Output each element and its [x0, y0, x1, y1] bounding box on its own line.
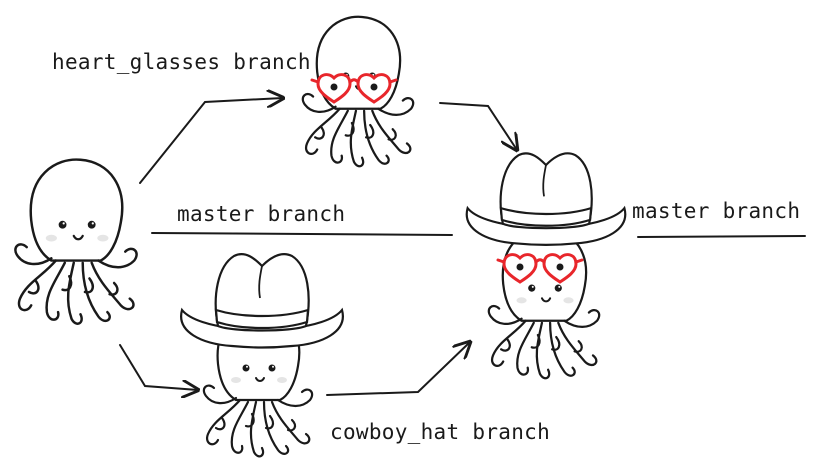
heart-glasses-branch-label: heart_glasses branch: [52, 50, 311, 74]
master-line-right: [637, 235, 806, 238]
cowboy-hat-icon: [180, 253, 344, 349]
master-branch-label-right: master branch: [632, 199, 801, 223]
merge-arrow-from-cowboy: [326, 342, 470, 396]
master-branch-label-left: master branch: [177, 202, 346, 226]
octopus-merged-icon: [487, 227, 601, 380]
master-line-left: [151, 232, 453, 236]
octopus-master-icon: [14, 158, 138, 325]
merged-cowboy-hat-icon: [465, 152, 627, 246]
branch-arrow-to-heart: [139, 98, 283, 184]
branch-arrow-to-cowboy: [119, 344, 198, 390]
cowboy-hat-branch-label: cowboy_hat branch: [330, 420, 551, 444]
merge-arrow-from-heart: [439, 102, 517, 150]
